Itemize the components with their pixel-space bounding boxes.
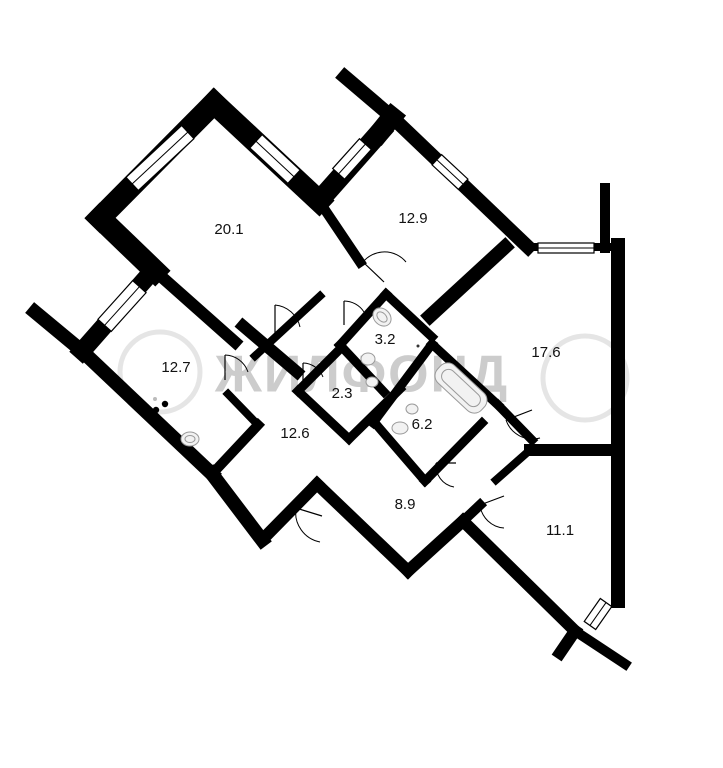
window-room-5: [537, 242, 595, 254]
kitchen-sink-icon: [180, 431, 200, 447]
stove-icon: [152, 397, 169, 414]
door-room-3: [224, 354, 249, 380]
room-area-label: 17.6: [531, 344, 560, 361]
room-area-label: 20.1: [214, 221, 243, 238]
door-entrance: [295, 507, 323, 543]
bath-toilet-icon: [391, 403, 419, 435]
window-room-2-left: [331, 137, 373, 181]
room-area-label: 6.2: [412, 416, 433, 433]
doors: [224, 251, 541, 543]
window-room-1-upper: [125, 124, 195, 192]
window-room-3: [97, 279, 147, 333]
door-room-10: [479, 495, 505, 529]
room-area-label: 12.9: [398, 210, 427, 227]
window-room-2-right: [431, 153, 469, 191]
toilet-icon: [372, 307, 392, 327]
room-area-label: 8.9: [395, 496, 416, 513]
door-bath-lower: [435, 462, 456, 488]
window-room-1-right: [248, 133, 302, 185]
fixtures: [152, 307, 488, 447]
door-room-1: [362, 251, 407, 283]
door-wc: [302, 362, 324, 385]
windows: [97, 124, 613, 631]
door-bath-upper: [343, 300, 365, 325]
room-area-label: 12.6: [280, 425, 309, 442]
door-room-5: [505, 409, 541, 440]
room-labels: 20.1 12.9 12.7 3.2 17.6 2.3 12.6 6.2 8.9…: [161, 210, 574, 539]
walls: [25, 67, 632, 671]
room-area-label: 3.2: [375, 331, 396, 348]
room-area-label: 11.1: [546, 522, 574, 539]
washbasin-icon: [360, 344, 420, 388]
room-area-label: 12.7: [161, 359, 190, 376]
room-area-label: 2.3: [332, 385, 353, 402]
window-room-10: [583, 597, 613, 631]
door-room-1-hall: [274, 304, 301, 333]
bathtub-icon: [434, 362, 488, 414]
